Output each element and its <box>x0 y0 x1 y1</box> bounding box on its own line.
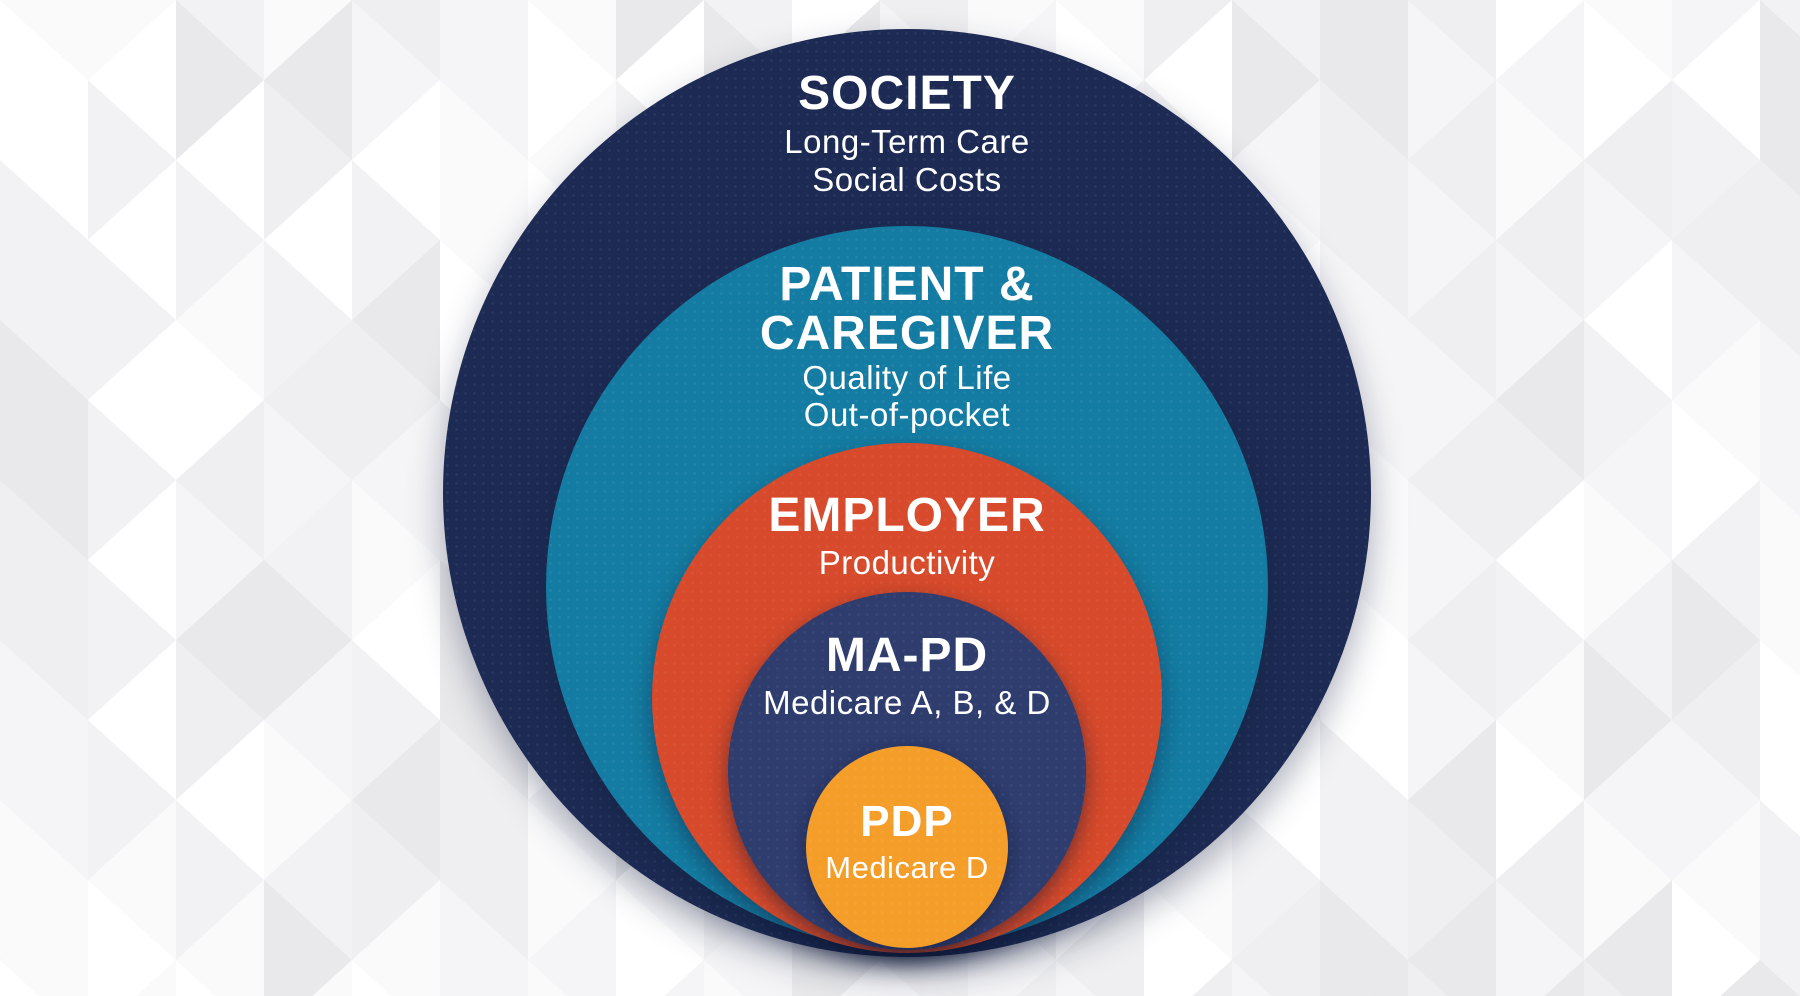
circle-pdp <box>806 746 1008 948</box>
